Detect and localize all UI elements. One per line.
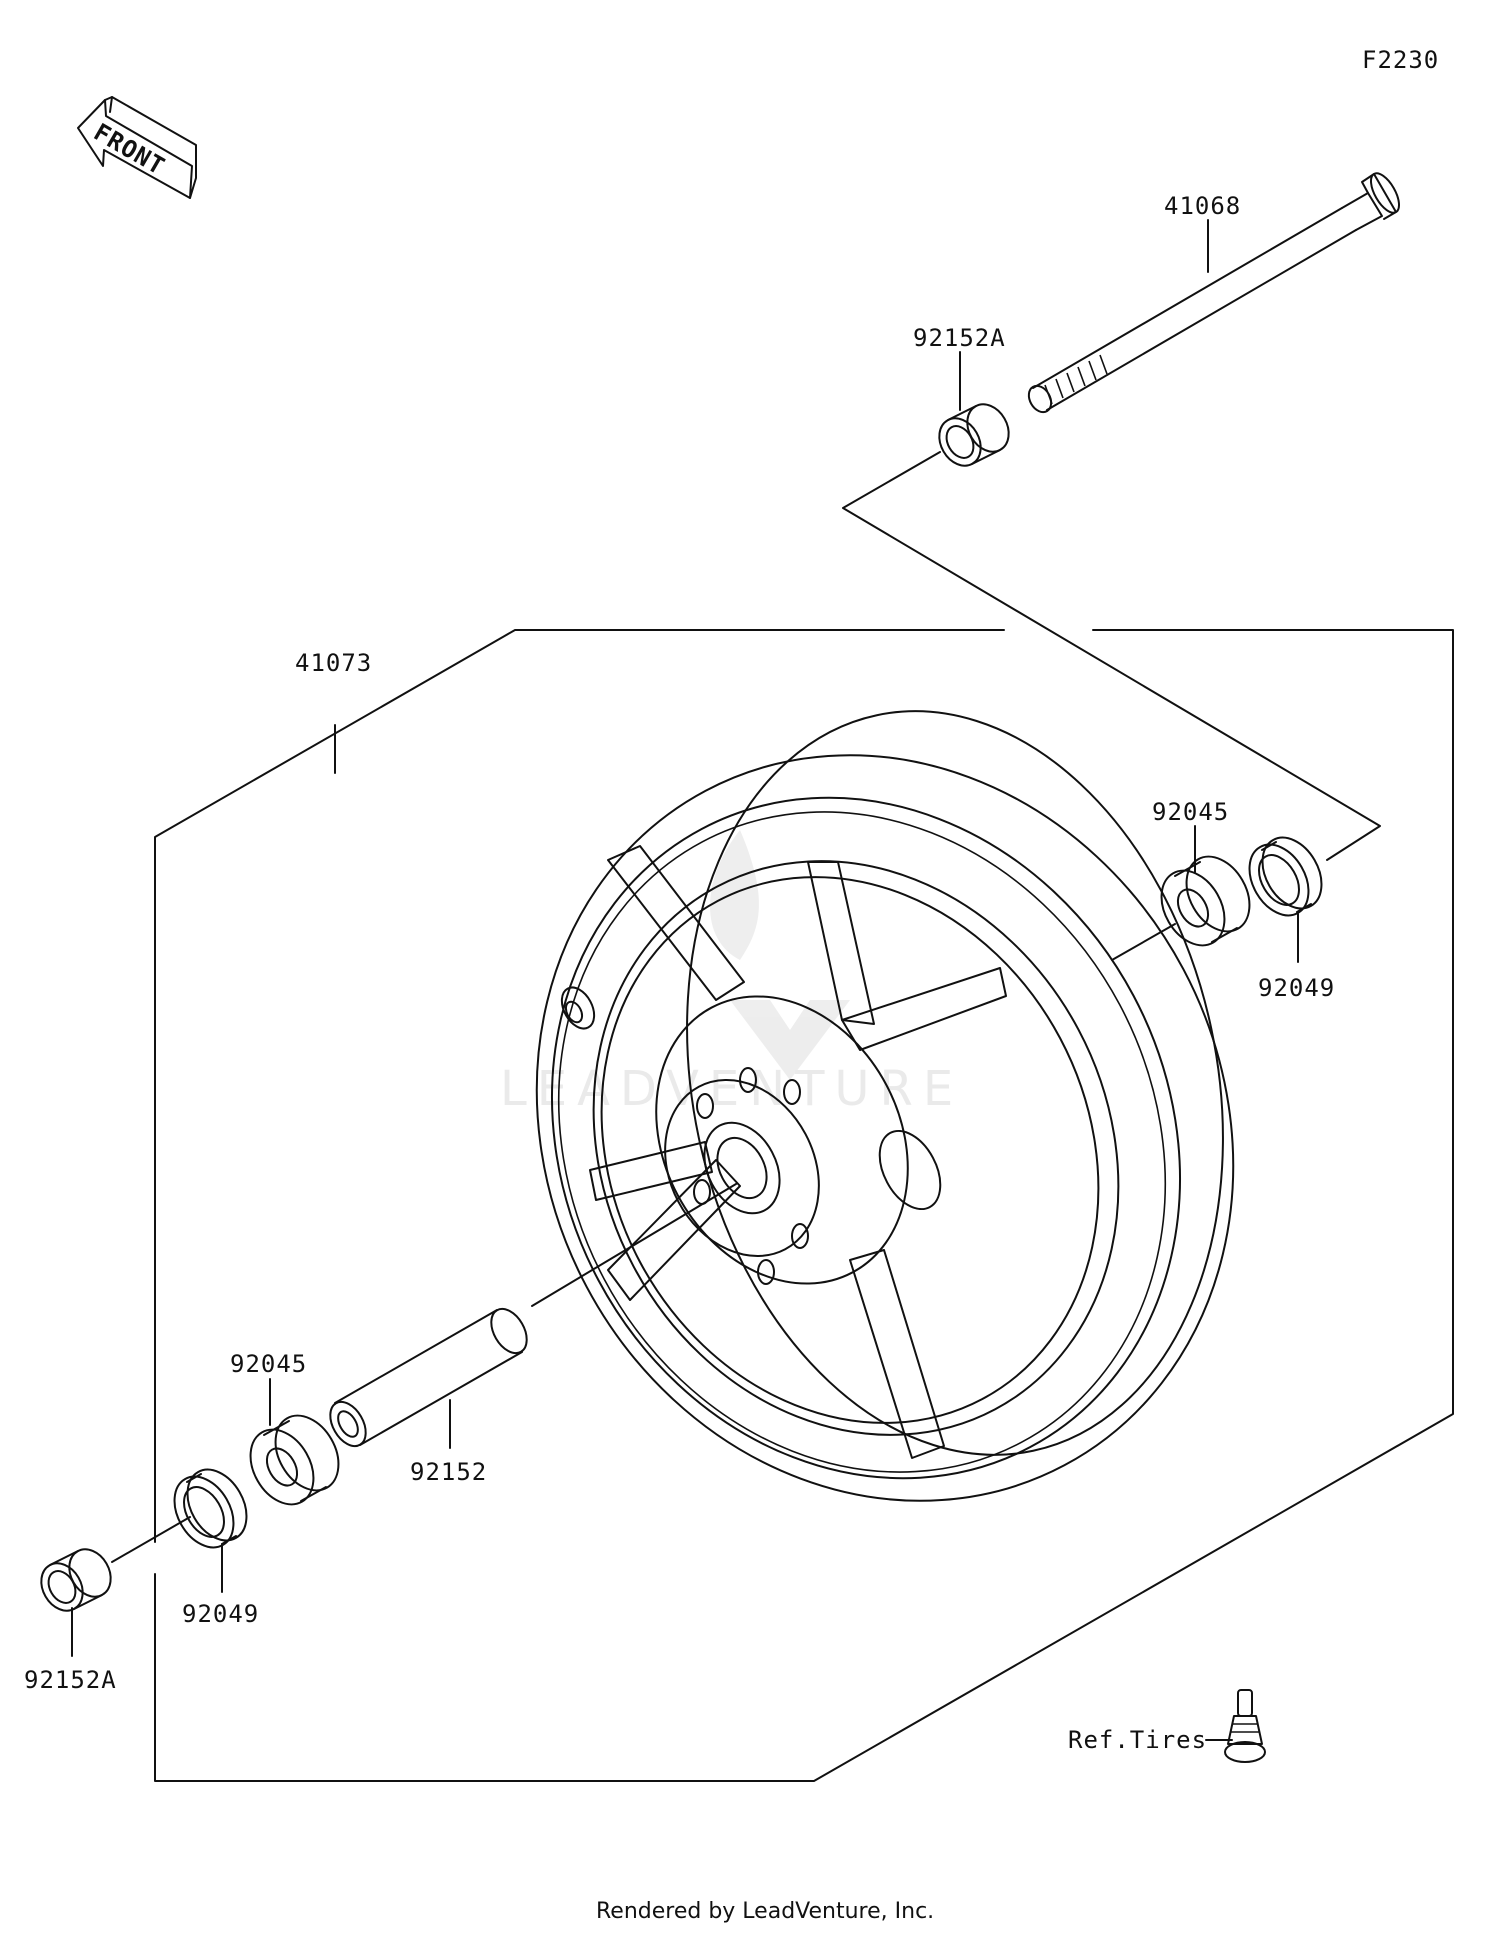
watermark-text: LEADVENTURE — [500, 1061, 963, 1117]
footer-text: Rendered by LeadVenture, Inc. — [596, 1899, 934, 1924]
axle — [1027, 172, 1400, 414]
spacer — [329, 1307, 528, 1448]
diagram-code: F2230 — [1362, 46, 1439, 74]
bearing-right — [1160, 855, 1251, 947]
front-arrow-label: FRONT — [89, 118, 170, 181]
ref-tires-label: Ref.Tires — [1068, 1726, 1207, 1754]
label-spacer: 92152 — [410, 1458, 487, 1486]
axle-centerline-bearing-right — [1111, 923, 1176, 961]
front-arrow-icon: FRONT — [77, 96, 197, 199]
collar-top — [938, 403, 1010, 467]
label-seal-right: 92049 — [1258, 974, 1335, 1002]
bearing-left — [249, 1414, 340, 1506]
axle-centerline-seal-left — [111, 1516, 191, 1563]
axle-centerline-right — [842, 451, 1381, 861]
seal-left — [173, 1468, 248, 1549]
label-bearing-left: 92045 — [230, 1350, 307, 1378]
label-bearing-right: 92045 — [1152, 798, 1229, 826]
collar-bottom — [40, 1548, 112, 1612]
label-axle: 41068 — [1164, 192, 1241, 220]
valve-stem-icon — [1224, 1689, 1266, 1763]
label-collar-bottom: 92152A — [24, 1666, 117, 1694]
wheel — [535, 710, 1235, 1502]
group-frame-right-bottom — [154, 629, 1454, 1782]
seal-right — [1248, 836, 1323, 917]
label-wheel: 41073 — [295, 649, 372, 677]
label-seal-left: 92049 — [182, 1600, 259, 1628]
axle-centerline-left — [531, 1183, 737, 1307]
label-collar-top: 92152A — [913, 324, 1006, 352]
